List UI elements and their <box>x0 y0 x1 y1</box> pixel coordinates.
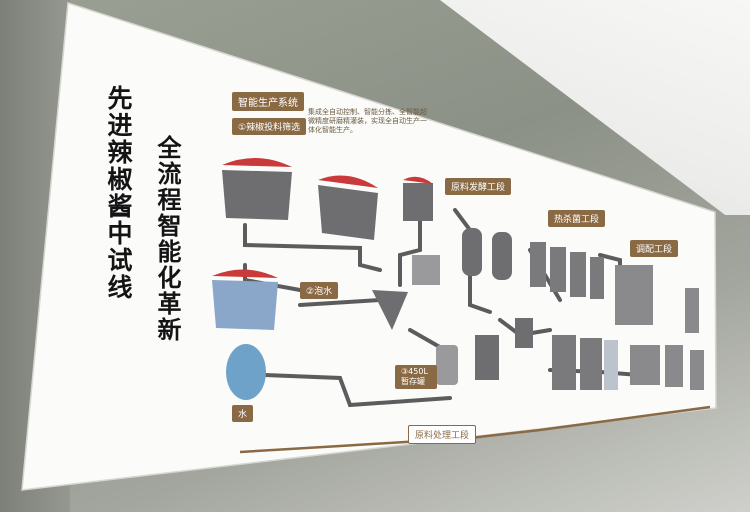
washer <box>403 176 433 221</box>
system-title: 智能生产系统 <box>232 92 304 111</box>
section-2-label: 原料发酵工段 <box>445 178 512 195</box>
step-water: 水 <box>232 405 254 422</box>
grinder <box>412 255 440 285</box>
section-raw-process: 原料处理工段 <box>408 425 477 444</box>
fermenter-group <box>462 228 533 380</box>
step-soak: ②泡水 <box>300 282 339 299</box>
soak-tank <box>212 269 278 330</box>
title-main: 先进辣椒酱中试线 <box>104 85 133 301</box>
water-tank <box>226 344 266 400</box>
section-4-label: 调配工段 <box>630 240 679 257</box>
system-desc: 集成全自动控制、智能分拣、全智能超微精度研磨精灌装，实现全自动生产一体化智能生产… <box>308 108 427 134</box>
storage-tank-450l <box>436 345 458 385</box>
sterilizer-group <box>530 242 618 390</box>
cone-filter <box>372 290 408 330</box>
title-sub: 全流程智能化革新 <box>153 135 181 343</box>
hopper-1 <box>222 157 292 220</box>
step-sorting: ①辣椒投料筛选 <box>232 118 307 135</box>
section-3-label: 热杀菌工段 <box>548 210 606 227</box>
hopper-2 <box>318 175 378 240</box>
step-temp-storage: ③450L暂存罐 <box>395 365 437 389</box>
blending-group <box>615 265 704 390</box>
